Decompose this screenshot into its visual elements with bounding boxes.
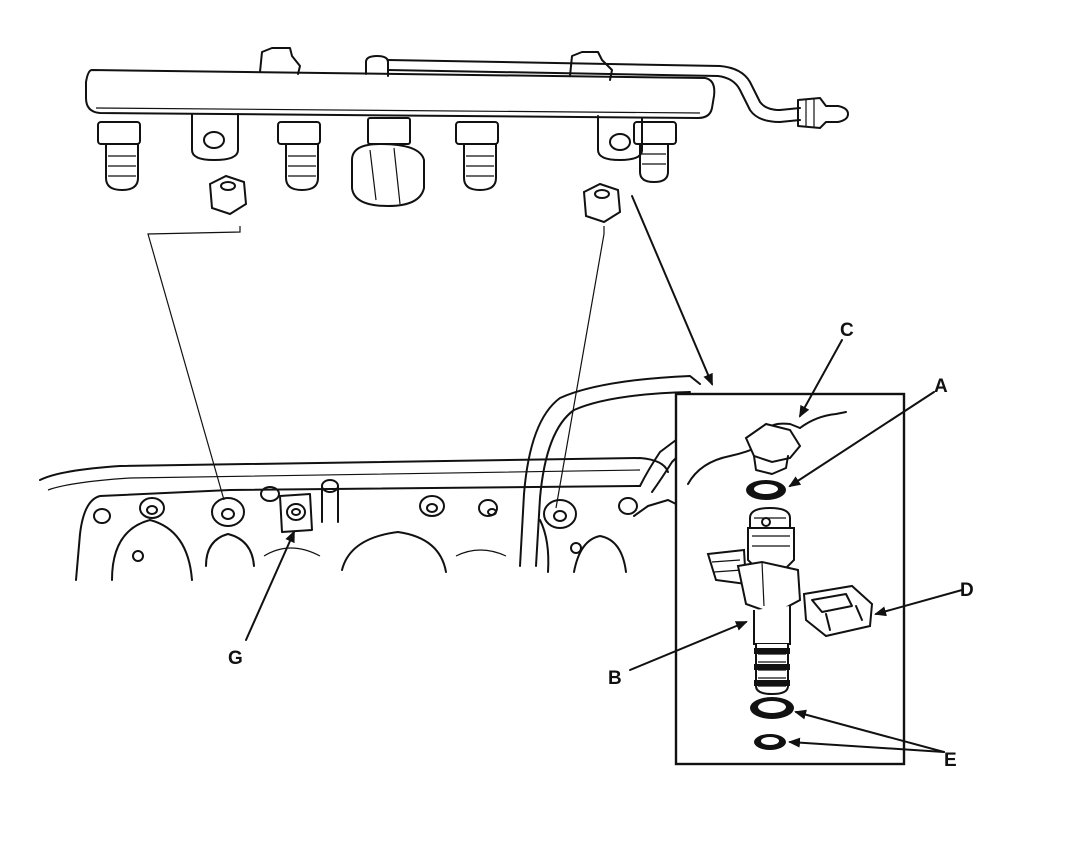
fuel-rail-cup <box>687 411 847 485</box>
label-a: A <box>934 376 948 397</box>
leader-line-left-nut <box>147 226 241 501</box>
leader-arrow-a <box>788 391 935 488</box>
label-g: G <box>228 648 243 669</box>
label-b: B <box>608 668 622 689</box>
rail-injector-2 <box>277 121 321 191</box>
fuel-injector <box>706 506 802 696</box>
label-e: E <box>944 750 957 771</box>
rail-injector-1 <box>97 121 141 191</box>
label-c: C <box>840 320 854 341</box>
manifold-stud-right <box>543 499 577 529</box>
rail-mounting-nut-right <box>582 182 622 224</box>
fuel-rail-assembly <box>85 47 849 207</box>
cylinder-head <box>39 375 701 581</box>
label-d: D <box>960 580 974 601</box>
leader-arrow-e-1 <box>794 709 945 753</box>
rail-injector-4 <box>633 121 677 183</box>
leader-line-right-nut <box>555 226 605 509</box>
upper-o-ring <box>746 480 786 500</box>
injector-bore <box>279 493 313 533</box>
lower-o-ring <box>750 697 794 719</box>
leader-arrow-e-2 <box>788 737 945 753</box>
leader-arrow-d <box>874 589 963 617</box>
manifold-stud-left <box>211 497 245 527</box>
rail-injector-3 <box>455 121 499 191</box>
rail-mounting-nut-left <box>208 174 248 216</box>
injector-clip <box>802 584 874 638</box>
leader-arrow-g <box>245 530 295 641</box>
detail-arrow <box>631 195 713 386</box>
leader-arrow-b <box>629 621 748 671</box>
cushion-ring <box>754 734 786 750</box>
pressure-regulator <box>351 117 425 207</box>
leader-arrow-c <box>799 339 843 418</box>
